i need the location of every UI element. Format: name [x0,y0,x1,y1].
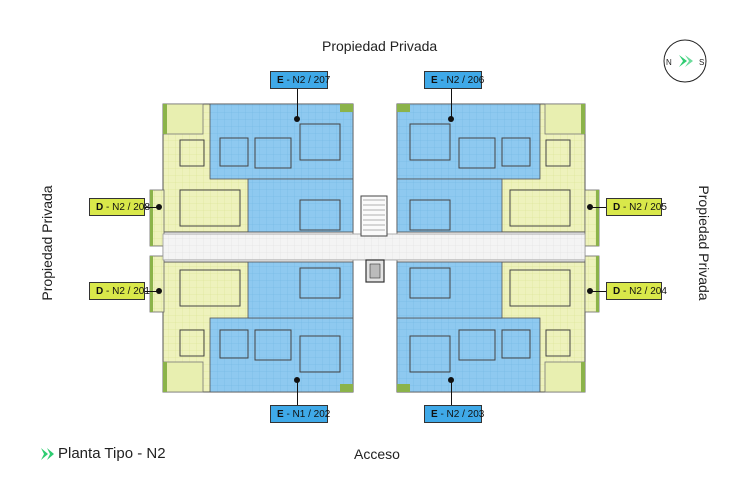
unit-tag-206[interactable]: E - N2 / 206 [424,71,484,89]
leader-dot-203 [448,377,454,383]
leader-201 [143,291,159,292]
leader-dot-207 [294,116,300,122]
leader-dot-201 [156,288,162,294]
compass-n: N [666,58,672,67]
leader-202 [297,380,298,406]
leader-208 [143,207,159,208]
unit-tag-205[interactable]: D - N2 / 205 [606,198,667,216]
compass-s: S [699,58,704,67]
unit-tag-201[interactable]: D - N2 / 201 [89,282,150,300]
compass-icon: N S [663,39,707,83]
stair-core [360,195,388,237]
unit-tag-208[interactable]: D - N2 / 208 [89,198,150,216]
leader-205 [591,207,607,208]
label-bottom: Acceso [354,446,400,462]
unit-tag-207[interactable]: E - N2 / 207 [270,71,330,89]
unit-tag-203[interactable]: E - N2 / 203 [424,405,484,423]
leader-207 [297,89,298,119]
chevron-right-icon [41,448,54,460]
leader-dot-205 [587,204,593,210]
leader-203 [451,380,452,406]
plan-title: Planta Tipo - N2 [58,445,166,462]
label-top: Propiedad Privada [322,38,438,54]
left-building [162,103,354,393]
leader-204 [591,291,607,292]
leader-dot-206 [448,116,454,122]
leader-206 [451,89,452,119]
unit-tag-204[interactable]: D - N2 / 204 [606,282,667,300]
right-building [396,103,586,393]
leader-dot-204 [587,288,593,294]
leader-dot-208 [156,204,162,210]
corridor [162,233,586,261]
unit-tag-202[interactable]: E - N1 / 202 [270,405,330,423]
leader-dot-202 [294,377,300,383]
